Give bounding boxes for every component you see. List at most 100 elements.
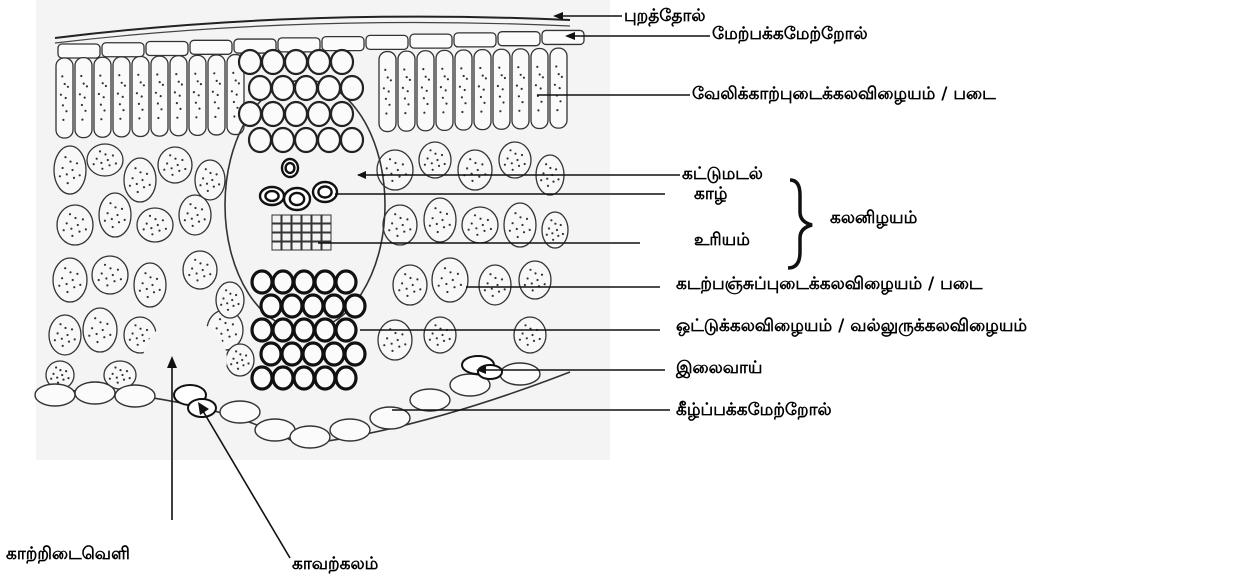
chloroplast-dot	[163, 169, 165, 171]
spongy-cell	[458, 150, 492, 190]
chloroplast-dot	[388, 104, 390, 106]
chloroplast-dot	[193, 91, 195, 93]
chloroplast-dot	[409, 79, 411, 81]
chloroplast-dot	[438, 285, 440, 287]
chloroplast-dot	[66, 222, 68, 224]
lower-epidermis-cell	[35, 384, 75, 406]
chloroplast-dot	[482, 224, 484, 226]
chloroplast-dot	[118, 221, 120, 223]
chloroplast-dot	[112, 154, 114, 156]
chloroplast-dot	[232, 323, 234, 325]
chloroplast-dot	[99, 75, 101, 77]
chloroplast-dot	[552, 181, 554, 183]
spongy-cell	[87, 144, 123, 176]
chloroplast-dot	[491, 288, 493, 290]
chloroplast-dot	[514, 212, 516, 214]
chloroplast-dot	[196, 279, 198, 281]
chloroplast-dot	[142, 282, 144, 284]
chloroplast-dot	[539, 73, 541, 75]
chloroplast-dot	[444, 267, 446, 269]
chloroplast-dot	[102, 329, 104, 331]
chloroplast-dot	[184, 219, 186, 221]
chloroplast-dot	[391, 350, 393, 352]
spongy-cell	[179, 195, 211, 235]
chloroplast-dot	[144, 272, 146, 274]
chloroplast-dot	[137, 191, 139, 193]
chloroplast-dot	[552, 239, 554, 241]
vascular-brace	[788, 180, 812, 268]
chloroplast-dot	[114, 206, 116, 208]
chloroplast-dot	[444, 163, 446, 165]
phloem-cell	[322, 233, 331, 241]
phloem-cell	[312, 215, 321, 223]
chloroplast-dot	[428, 79, 430, 81]
chloroplast-dot	[217, 107, 219, 109]
xylem-lumen	[318, 187, 331, 198]
chloroplast-dot	[443, 340, 445, 342]
chloroplast-dot	[109, 334, 111, 336]
chloroplast-dot	[398, 289, 400, 291]
chloroplast-dot	[160, 95, 162, 97]
chloroplast-dot	[479, 218, 481, 220]
chloroplast-dot	[403, 231, 405, 233]
chloroplast-dot	[118, 74, 120, 76]
bundle-sheath-cell	[285, 102, 307, 126]
chloroplast-dot	[69, 161, 71, 163]
chloroplast-dot	[194, 73, 196, 75]
chloroplast-dot	[79, 284, 81, 286]
chloroplast-dot	[74, 217, 76, 219]
chloroplast-dot	[61, 277, 63, 279]
chloroplast-dot	[461, 96, 463, 98]
chloroplast-dot	[434, 207, 436, 209]
spongy-cell	[216, 282, 244, 318]
chloroplast-dot	[109, 267, 111, 269]
chloroplast-dot	[158, 230, 160, 232]
chloroplast-dot	[112, 373, 114, 375]
bundle-sheath-cell	[239, 102, 261, 126]
chloroplast-dot	[171, 167, 173, 169]
chloroplast-dot	[199, 262, 201, 264]
chloroplast-dot	[77, 224, 79, 226]
collenchyma-cell	[294, 367, 314, 389]
phloem-cell	[272, 242, 281, 250]
chloroplast-dot	[496, 284, 498, 286]
chloroplast-dot	[509, 230, 511, 232]
chloroplast-dot	[230, 363, 232, 365]
chloroplast-dot	[534, 272, 536, 274]
chloroplast-dot	[129, 377, 131, 379]
chloroplast-dot	[445, 89, 447, 91]
chloroplast-dot	[65, 110, 67, 112]
bundle-sheath-cell	[262, 50, 284, 74]
chloroplast-dot	[239, 353, 241, 355]
chloroplast-dot	[62, 167, 64, 169]
chloroplast-dot	[106, 323, 108, 325]
chloroplast-dot	[149, 276, 151, 278]
collenchyma-cell	[252, 319, 272, 341]
chloroplast-dot	[54, 339, 56, 341]
chloroplast-dot	[519, 216, 521, 218]
chloroplast-dot	[480, 111, 482, 113]
chloroplast-dot	[69, 271, 71, 273]
chloroplast-dot	[232, 305, 234, 307]
spongy-cell	[499, 142, 531, 178]
upper-epidermis-cell	[454, 33, 496, 47]
label-bundle-sheath: கட்டுமடல்	[682, 164, 763, 184]
bundle-sheath-cell	[331, 50, 353, 74]
chloroplast-dot	[557, 235, 559, 237]
chloroplast-dot	[444, 75, 446, 77]
lower-epidermis-cell	[255, 419, 295, 441]
chloroplast-dot	[73, 286, 75, 288]
bundle-sheath-cell	[308, 102, 330, 126]
palisade-cell	[94, 57, 111, 137]
chloroplast-dot	[151, 284, 153, 286]
lower-epidermis-cell	[290, 426, 330, 448]
chloroplast-dot	[121, 374, 123, 376]
chloroplast-dot	[85, 228, 87, 230]
chloroplast-dot	[139, 171, 141, 173]
spongy-cell	[519, 261, 551, 299]
chloroplast-dot	[119, 103, 121, 105]
chloroplast-dot	[383, 87, 385, 89]
chloroplast-dot	[445, 103, 447, 105]
palisade-cell	[474, 50, 491, 130]
label-air-space: காற்றிடைவெளி	[6, 544, 130, 564]
